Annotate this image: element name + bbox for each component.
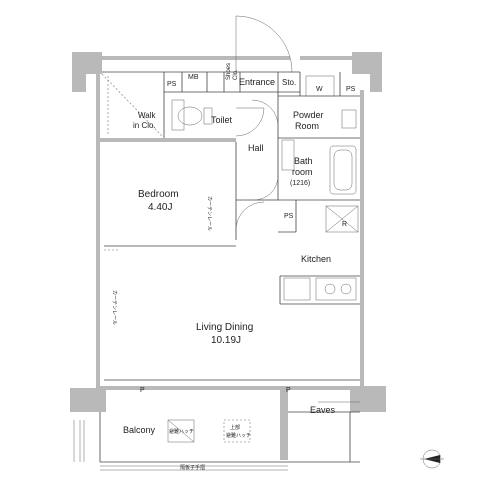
label-curtain-rail-living: カーテンレール — [111, 290, 117, 325]
label-walk-in-closet-2: in Clo. — [133, 121, 156, 130]
label-curtain-rail-bedroom: カーテンレール — [206, 196, 212, 231]
fixtures — [101, 73, 359, 301]
door-swings — [235, 15, 293, 231]
label-shoes-closet-2: Clo. — [233, 69, 239, 80]
label-powder-room-2: Room — [295, 121, 319, 131]
label-ps-top-left: PS — [167, 81, 177, 88]
label-storage: Sto. — [282, 78, 296, 87]
label-balcony: Balcony — [123, 425, 156, 435]
label-bathroom-1: Bath — [294, 156, 313, 166]
label-kitchen: Kitchen — [301, 254, 331, 264]
label-eaves: Eaves — [310, 405, 336, 415]
label-partition-board: 隔板子手摺 — [180, 464, 205, 471]
label-p-right: P — [286, 387, 291, 394]
label-powder-room-1: Powder — [293, 110, 324, 120]
label-bedroom: Bedroom — [138, 189, 179, 200]
label-living-dining-area: 10.19J — [211, 335, 241, 346]
label-ps-top-right: PS — [346, 86, 356, 93]
label-ps-bath: PS — [284, 213, 294, 220]
label-bathroom-2: room — [292, 167, 313, 177]
structure-walls — [70, 52, 386, 460]
label-p-left: P — [140, 387, 145, 394]
label-hall: Hall — [248, 143, 264, 153]
label-evac-hatch-upper-2: 避難ハッチ — [226, 432, 251, 439]
label-toilet: Toilet — [211, 115, 233, 125]
label-evac-hatch: 避難ハッチ — [169, 428, 194, 435]
label-evac-hatch-upper-1: 上部 — [230, 424, 240, 431]
label-r: R — [342, 221, 347, 228]
label-walk-in-closet-1: Walk — [138, 111, 156, 120]
label-bathroom-size: (1216) — [290, 180, 310, 187]
label-living-dining: Living Dining — [196, 322, 253, 333]
label-w: W — [316, 86, 323, 93]
label-bedroom-area: 4.40J — [148, 202, 172, 213]
label-mb: MB — [188, 74, 199, 81]
balcony-details — [73, 401, 360, 471]
label-shoes-closet-1: Shoes — [226, 63, 232, 80]
partitions — [99, 71, 360, 463]
north-arrow-icon — [420, 449, 444, 469]
label-entrance: Entrance — [239, 77, 275, 87]
